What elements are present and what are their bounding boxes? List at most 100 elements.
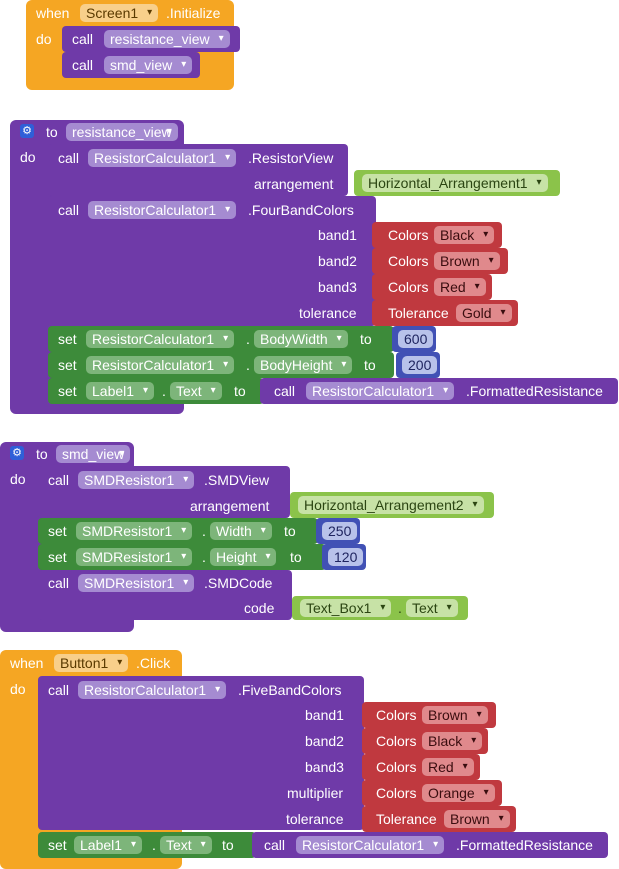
gear-icon[interactable]: ⚙ [20, 124, 34, 138]
call-resistorview-block[interactable]: call ResistorCalculator1 .ResistorView a… [48, 144, 348, 196]
component-dropdown[interactable]: Button1 [54, 654, 129, 672]
color-dropdown[interactable]: Brown [422, 706, 488, 724]
arrangement-value-block[interactable]: Horizontal_Arrangement2 [290, 492, 494, 518]
property-dropdown[interactable]: Width [210, 522, 272, 540]
dot: . [398, 600, 402, 616]
set-label-text-block[interactable]: set Label1 . Text to [38, 832, 256, 858]
arg-label: tolerance [299, 305, 357, 321]
method-name: .FormattedResistance [456, 837, 593, 853]
component-dropdown[interactable]: SMDResistor1 [78, 471, 195, 489]
dot: . [202, 523, 206, 539]
call-fourbandcolors-block[interactable]: call ResistorCalculator1 .FourBandColors… [48, 196, 376, 326]
dot: . [246, 331, 250, 347]
number-field[interactable]: 600 [398, 330, 434, 348]
when-keyword: when [36, 5, 70, 21]
color-value-block[interactable]: Colors Black [362, 728, 488, 754]
set-bodywidth-block[interactable]: set ResistorCalculator1 . BodyWidth to [48, 326, 394, 352]
color-value-block[interactable]: Colors Brown [362, 702, 496, 728]
property-dropdown[interactable]: Text [406, 599, 458, 617]
set-label-text-block[interactable]: set Label1 . Text to [48, 378, 264, 404]
call-resistance-view-block[interactable]: call resistance_view [62, 26, 240, 52]
procedure-name-field[interactable]: smd_view [56, 445, 131, 463]
set-width-block[interactable]: set SMDResistor1 . Width to [38, 518, 318, 544]
color-dropdown[interactable]: Orange [422, 784, 495, 802]
component-dropdown[interactable]: ResistorCalculator1 [78, 681, 227, 699]
colors-label: Colors [388, 227, 429, 243]
call-smd-view-block[interactable]: call smd_view [62, 52, 200, 78]
to-keyword: to [284, 523, 296, 539]
number-block[interactable]: 250 [316, 518, 360, 544]
to-keyword: to [360, 331, 372, 347]
component-dropdown[interactable]: Label1 [86, 382, 155, 400]
arrangement-value-block[interactable]: Horizontal_Arrangement1 [354, 170, 560, 196]
property-dropdown[interactable]: BodyHeight [254, 356, 353, 374]
component-dropdown[interactable]: ResistorCalculator1 [86, 356, 235, 374]
component-dropdown[interactable]: SMDResistor1 [78, 574, 195, 592]
call-smdview-block[interactable]: call SMDResistor1 .SMDView arrangement [38, 466, 290, 518]
number-block[interactable]: 600 [392, 326, 436, 352]
arg-label: band1 [305, 707, 344, 723]
tolerance-dropdown[interactable]: Gold [456, 304, 512, 322]
set-height-block[interactable]: set SMDResistor1 . Height to [38, 544, 326, 570]
dot: . [202, 549, 206, 565]
number-field[interactable]: 250 [322, 522, 358, 540]
tolerance-value-block[interactable]: Tolerance Brown [362, 806, 516, 832]
call-fivebandcolors-block[interactable]: call ResistorCalculator1 .FiveBandColors… [38, 676, 364, 830]
call-formattedresistance-block[interactable]: call ResistorCalculator1 .FormattedResis… [260, 378, 618, 404]
property-dropdown[interactable]: Height [210, 548, 277, 566]
call-smdcode-block[interactable]: call SMDResistor1 .SMDCode code [38, 570, 292, 620]
component-dropdown[interactable]: ResistorCalculator1 [306, 382, 455, 400]
color-dropdown[interactable]: Red [422, 758, 474, 776]
procedure-dropdown[interactable]: resistance_view [104, 30, 230, 48]
property-dropdown[interactable]: BodyWidth [254, 330, 348, 348]
color-dropdown[interactable]: Black [422, 732, 483, 750]
to-keyword: to [222, 837, 234, 853]
textbox-text-block[interactable]: Text_Box1 . Text [292, 596, 468, 620]
color-value-block[interactable]: Colors Orange [362, 780, 502, 806]
color-dropdown[interactable]: Red [434, 278, 486, 296]
arg-label: band2 [305, 733, 344, 749]
set-bodyheight-block[interactable]: set ResistorCalculator1 . BodyHeight to [48, 352, 394, 378]
color-value-block[interactable]: Colors Red [372, 274, 492, 300]
procedure-dropdown[interactable]: smd_view [104, 56, 193, 74]
component-dropdown[interactable]: ResistorCalculator1 [88, 201, 237, 219]
colors-label: Colors [376, 759, 417, 775]
dot: . [246, 357, 250, 373]
method-name: .SMDView [204, 472, 270, 488]
component-dropdown[interactable]: ResistorCalculator1 [296, 836, 445, 854]
dot: . [162, 383, 166, 399]
component-dropdown[interactable]: SMDResistor1 [76, 548, 193, 566]
color-value-block[interactable]: Colors Red [362, 754, 480, 780]
tolerance-label: Tolerance [376, 811, 437, 827]
number-block[interactable]: 200 [396, 352, 440, 378]
component-dropdown[interactable]: Label1 [74, 836, 143, 854]
tolerance-value-block[interactable]: Tolerance Gold [372, 300, 518, 326]
call-keyword: call [48, 682, 70, 698]
gear-icon[interactable]: ⚙ [10, 446, 24, 460]
event-name: .Initialize [166, 5, 221, 21]
call-keyword: call [274, 383, 296, 399]
color-dropdown[interactable]: Brown [434, 252, 500, 270]
procedure-name-field[interactable]: resistance_view [66, 123, 178, 141]
number-field[interactable]: 200 [402, 356, 438, 374]
to-keyword: to [36, 446, 48, 462]
call-formattedresistance-block[interactable]: call ResistorCalculator1 .FormattedResis… [252, 832, 608, 858]
component-dropdown[interactable]: ResistorCalculator1 [88, 149, 237, 167]
component-dropdown[interactable]: Text_Box1 [300, 599, 392, 617]
component-dropdown[interactable]: SMDResistor1 [76, 522, 193, 540]
number-field[interactable]: 120 [328, 548, 364, 566]
component-dropdown[interactable]: ResistorCalculator1 [86, 330, 235, 348]
number-block[interactable]: 120 [322, 544, 366, 570]
property-dropdown[interactable]: Text [170, 382, 222, 400]
color-value-block[interactable]: Colors Brown [372, 248, 508, 274]
arrangement-dropdown[interactable]: Horizontal_Arrangement1 [362, 174, 548, 192]
arrangement-dropdown[interactable]: Horizontal_Arrangement2 [298, 496, 484, 514]
component-dropdown[interactable]: Screen1 [80, 4, 159, 22]
colors-label: Colors [376, 785, 417, 801]
event-name: .Click [136, 655, 171, 671]
do-keyword: do [36, 31, 52, 47]
color-dropdown[interactable]: Black [434, 226, 495, 244]
property-dropdown[interactable]: Text [160, 836, 212, 854]
tolerance-dropdown[interactable]: Brown [444, 810, 510, 828]
color-value-block[interactable]: Colors Black [372, 222, 502, 248]
